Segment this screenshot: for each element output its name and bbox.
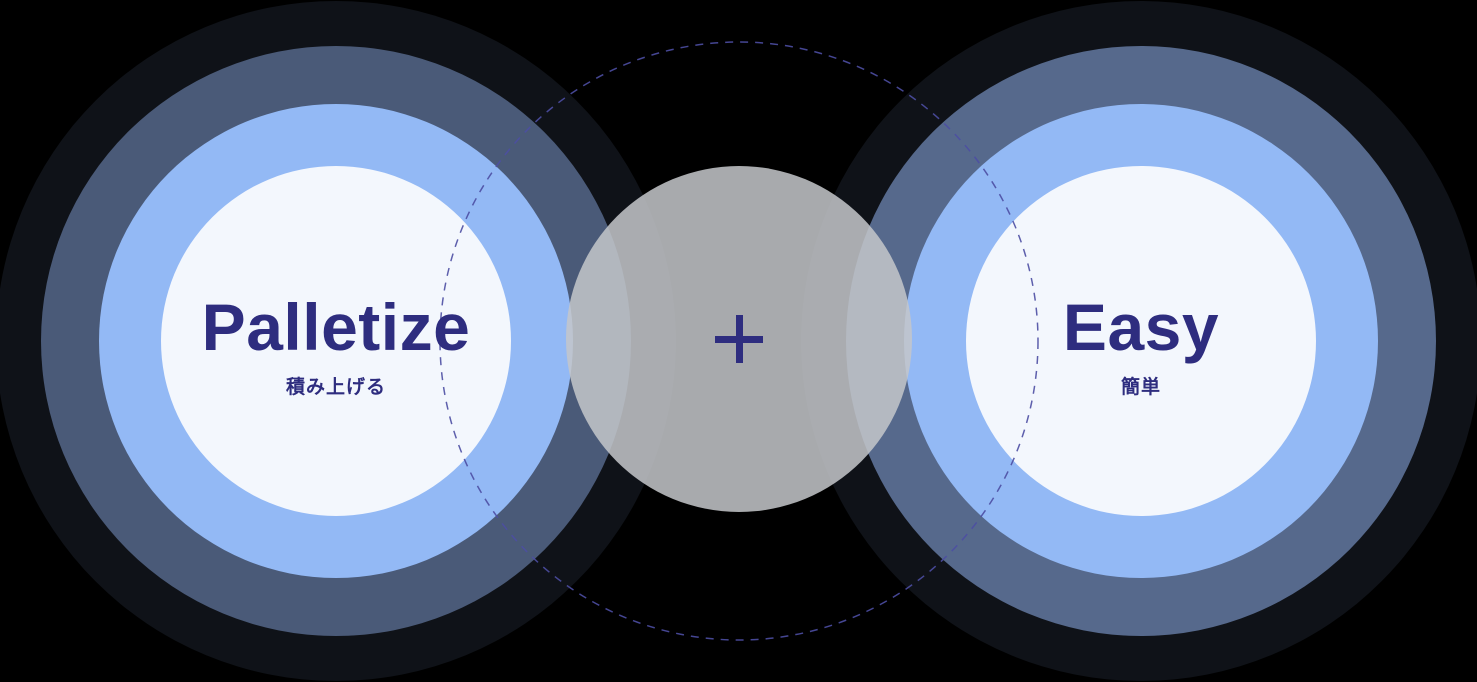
right-concept-label: Easy 簡単 (966, 166, 1316, 516)
left-concept-title: Palletize (201, 289, 471, 364)
left-concept-label: Palletize 積み上げる (161, 166, 511, 516)
right-concept-title: Easy (1062, 289, 1220, 364)
right-concept-subtitle: 簡単 (1120, 375, 1161, 398)
left-concept-subtitle: 積み上げる (285, 375, 386, 398)
operator-disc (566, 166, 912, 512)
plus-icon (715, 315, 763, 363)
